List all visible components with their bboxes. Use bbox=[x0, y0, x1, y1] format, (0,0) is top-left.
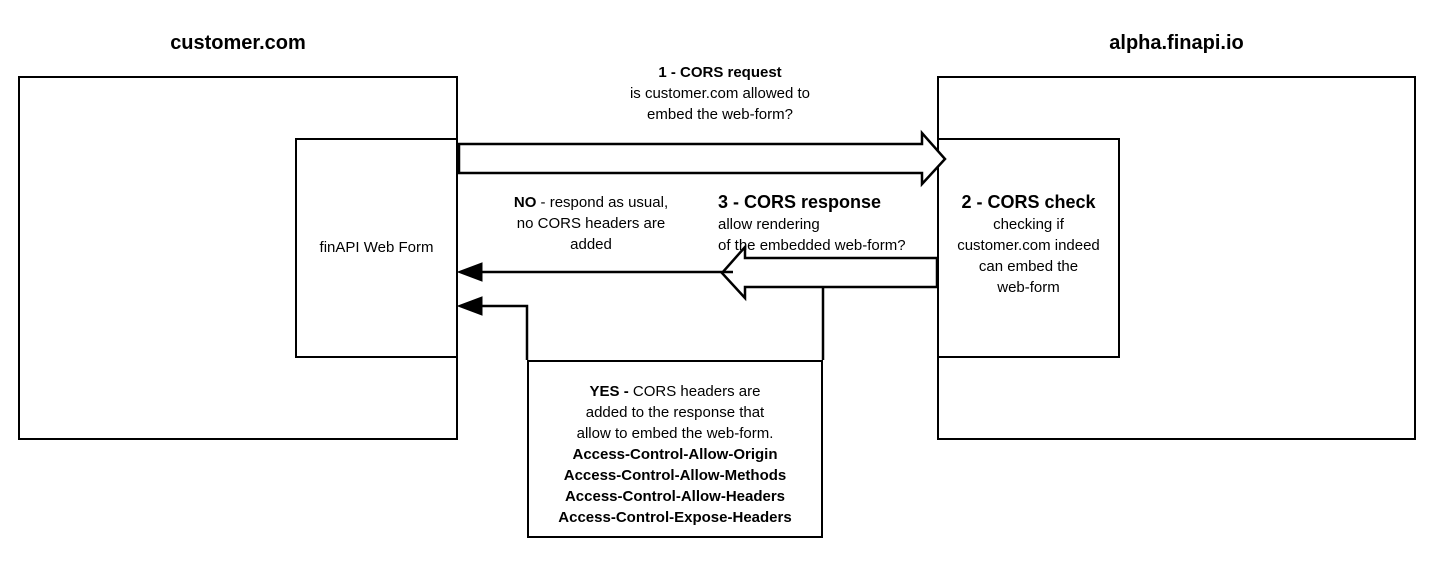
step2-line3: customer.com indeed bbox=[957, 237, 1100, 254]
step2-line4: can embed the bbox=[978, 258, 1079, 275]
step3-line3: of the embedded web-form? bbox=[718, 237, 906, 254]
no-branch-arrowhead bbox=[456, 262, 483, 282]
yes-branch-line3: allow to embed the web-form. bbox=[576, 425, 774, 442]
yes-branch-line bbox=[470, 304, 529, 360]
title-customer-domain: customer.com bbox=[170, 32, 306, 54]
no-branch-label: NO - respond as usual, no CORS headers a… bbox=[460, 192, 722, 255]
title-finapi-domain: alpha.finapi.io bbox=[1109, 32, 1244, 54]
cors-headers-box bbox=[527, 360, 823, 538]
yes-branch-strong: YES - bbox=[589, 383, 629, 400]
no-branch-line3: added bbox=[570, 236, 612, 253]
finapi-web-form-box bbox=[295, 138, 458, 358]
yes-branch-arrowhead bbox=[456, 296, 483, 316]
step2-line2: checking if bbox=[993, 216, 1064, 233]
no-branch-line1-rest: - respond as usual, bbox=[536, 194, 669, 211]
step1-line2: is customer.com allowed to bbox=[629, 85, 811, 102]
finapi-web-form-label: finAPI Web Form bbox=[319, 239, 434, 256]
no-branch-strong: NO bbox=[513, 194, 537, 211]
yes-branch-line2: added to the response that bbox=[585, 404, 765, 421]
step3-line2: allow rendering bbox=[718, 216, 820, 233]
cors-header-allow-headers: Access-Control-Allow-Headers bbox=[564, 488, 786, 505]
step1-label: 1 - CORS request is customer.com allowed… bbox=[548, 62, 892, 125]
step1-heading: 1 - CORS request bbox=[658, 64, 782, 81]
cors-header-expose-headers: Access-Control-Expose-Headers bbox=[558, 509, 792, 526]
step2-label: 2 - CORS check checking if customer.com … bbox=[937, 190, 1120, 298]
no-branch-line1: NO - respond as usual, bbox=[460, 192, 722, 213]
yes-branch-line1-rest: CORS headers are bbox=[628, 383, 761, 400]
no-branch-line2: no CORS headers are bbox=[516, 215, 666, 232]
cors-request-arrow bbox=[457, 129, 947, 188]
yes-branch-line1: YES - CORS headers are bbox=[527, 381, 823, 402]
cors-header-allow-methods: Access-Control-Allow-Methods bbox=[563, 467, 787, 484]
step3-label: 3 - CORS response allow rendering of the… bbox=[718, 190, 936, 256]
yes-branch-label: YES - CORS headers are added to the resp… bbox=[527, 381, 823, 528]
step2-line5: web-form bbox=[997, 279, 1060, 296]
step3-heading: 3 - CORS response bbox=[718, 192, 882, 212]
cors-header-allow-origin: Access-Control-Allow-Origin bbox=[572, 446, 778, 463]
cors-check-box bbox=[937, 138, 1120, 358]
step1-line3: embed the web-form? bbox=[647, 106, 793, 123]
step2-heading: 2 - CORS check bbox=[961, 192, 1096, 212]
